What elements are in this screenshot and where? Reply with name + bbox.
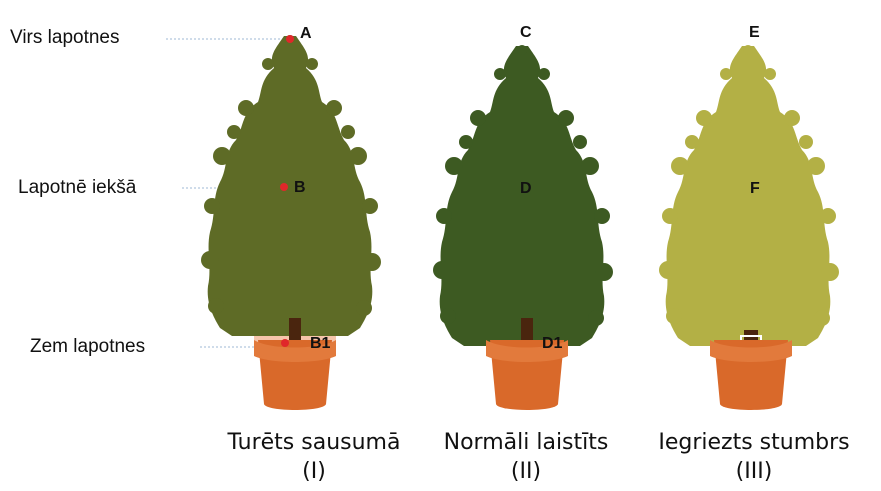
foliage-drought [201,35,381,336]
caption-girdled-numeral: (III) [634,457,874,486]
caption-drought-numeral: (I) [194,457,434,486]
point-label-a: A [300,25,312,42]
plant-girdled [659,45,839,410]
caption-girdled: Iegriezts stumbrs (III) [634,428,874,486]
point-label-b1: B1 [310,335,331,352]
point-label-d: D [520,180,532,197]
plant-watered [433,45,613,410]
label-above-canopy: Virs lapotnes [10,28,120,47]
caption-girdled-title: Iegriezts stumbrs [634,428,874,457]
point-label-b: B [294,179,306,196]
point-label-d1: D1 [542,335,563,352]
caption-drought-title: Turēts sausumā [194,428,434,457]
point-label-f: F [750,180,760,197]
sample-point-b [280,183,288,191]
plant-drought [201,35,381,410]
point-label-c: C [520,24,532,41]
label-inside-canopy: Lapotnē iekšā [18,178,136,197]
point-label-e: E [749,24,760,41]
sample-point-b1 [281,339,289,347]
sample-point-a [286,35,294,43]
caption-drought: Turēts sausumā (I) [194,428,434,486]
caption-watered-numeral: (II) [406,457,646,486]
caption-watered: Normāli laistīts (II) [406,428,646,486]
foliage-girdled [659,45,839,346]
label-below-canopy: Zem lapotnes [30,337,145,356]
caption-watered-title: Normāli laistīts [406,428,646,457]
